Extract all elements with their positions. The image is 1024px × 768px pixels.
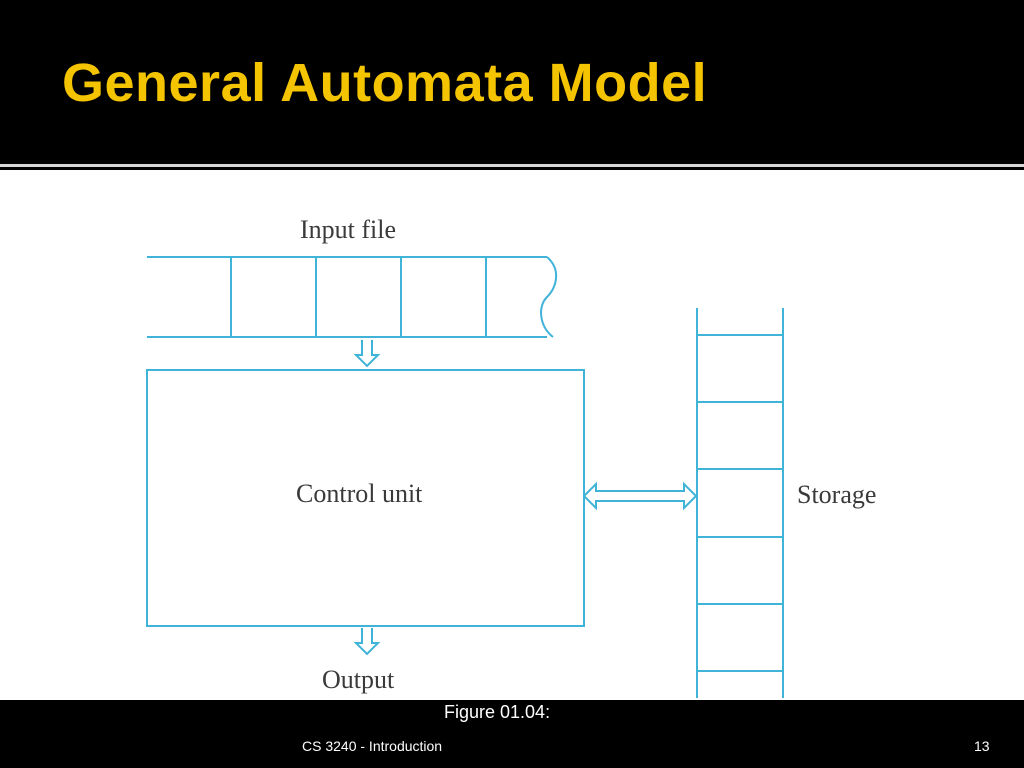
input-file-label: Input file (300, 215, 396, 244)
figure-caption: Figure 01.04: (444, 702, 551, 722)
input-to-control-arrow (353, 340, 381, 368)
control-unit-label: Control unit (296, 479, 423, 508)
title-divider (0, 164, 1024, 167)
input-tape-torn-end (540, 256, 557, 338)
slide-number: 13 (974, 738, 990, 754)
storage-label: Storage (797, 480, 876, 509)
output-label: Output (322, 665, 395, 694)
storage-stack (696, 308, 784, 698)
control-unit-box (146, 369, 585, 627)
slide-title: General Automata Model (62, 53, 708, 113)
footer-course: CS 3240 - Introduction (302, 738, 443, 754)
title-bar: General Automata Model (0, 0, 1024, 160)
automata-diagram: Input file Control unit Output Storage (146, 215, 876, 698)
control-to-output-arrow (353, 628, 381, 656)
automata-figure: Input file Control unit Output Storage (0, 170, 1024, 700)
input-tape (147, 256, 557, 338)
control-storage-double-arrow (582, 481, 698, 511)
